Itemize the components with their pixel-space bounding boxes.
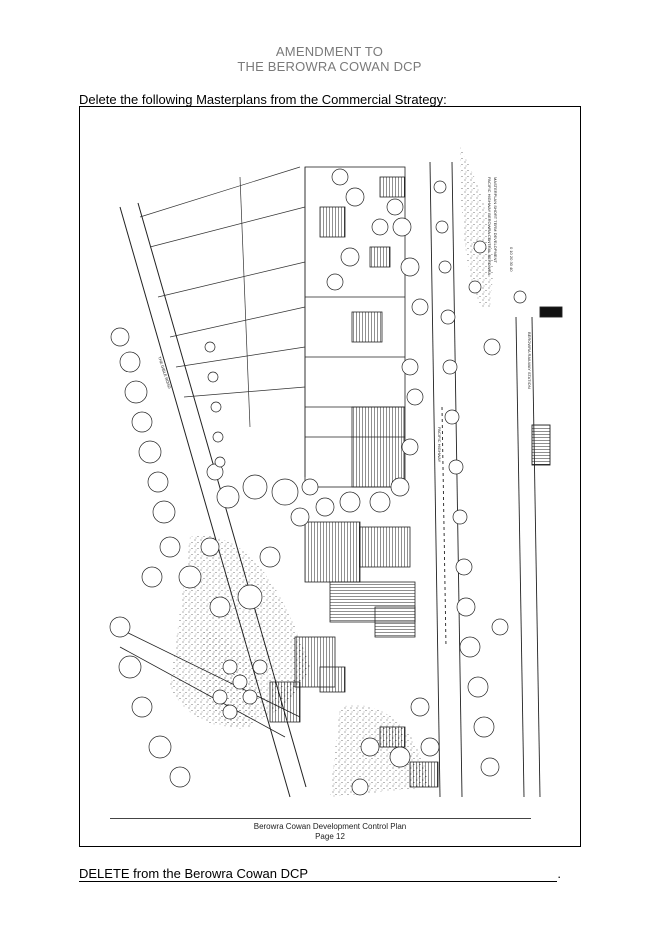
footer-delete-note: DELETE from the Berowra Cowan DCP . xyxy=(79,866,561,882)
caption-rule xyxy=(110,818,531,819)
railway-label: BEROWRA RAILWAY STATION xyxy=(527,332,532,389)
footer-text: DELETE from the Berowra Cowan DCP xyxy=(79,866,309,881)
plan-subtitle: MASTERPLAN SHORT TERM DEVELOPMENT xyxy=(493,177,498,263)
highway xyxy=(429,161,463,798)
landscape xyxy=(170,147,493,797)
plan-title: PACIFIC HIGHWAY BEROWRA CENTRAL BEROWRA xyxy=(487,177,492,275)
masterplan-figure: PACIFIC HIGHWAY BEROWRA CENTRAL BEROWRA … xyxy=(79,106,581,847)
intro-text: Delete the following Masterplans from th… xyxy=(79,92,447,107)
railway xyxy=(515,306,563,798)
caption-line-1: Berowra Cowan Development Control Plan xyxy=(253,822,407,831)
highway-label: PACIFIC HIGHWAY xyxy=(437,427,442,463)
document-header: AMENDMENT TO THE BEROWRA COWAN DCP xyxy=(0,44,659,74)
header-line-1: AMENDMENT TO xyxy=(275,44,384,59)
header-line-2: THE BEROWRA COWAN DCP xyxy=(237,59,422,74)
masterplan-drawing: PACIFIC HIGHWAY BEROWRA CENTRAL BEROWRA … xyxy=(99,116,563,807)
figure-caption: Berowra Cowan Development Control Plan P… xyxy=(80,822,580,842)
caption-line-2: Page 12 xyxy=(315,832,345,841)
scale-label: 0 10 20 30 40 xyxy=(509,247,514,272)
footer-end: . xyxy=(557,866,561,881)
trees xyxy=(109,168,527,796)
lot-lines xyxy=(139,166,306,477)
